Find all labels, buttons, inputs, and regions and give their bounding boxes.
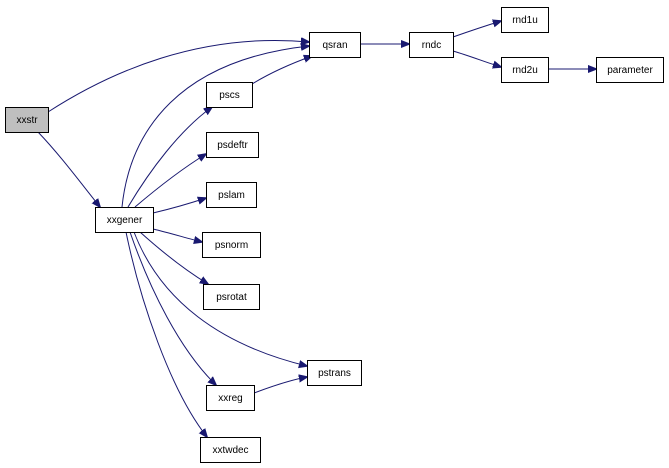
edge-xxgener-to-pslam bbox=[152, 198, 206, 214]
node-label-rnd1u: rnd1u bbox=[512, 15, 538, 26]
node-label-pstrans: pstrans bbox=[318, 368, 351, 379]
node-label-pslam: pslam bbox=[218, 190, 245, 201]
node-xxstr[interactable]: xxstr bbox=[5, 107, 49, 133]
edge-xxgener-to-pstrans bbox=[133, 231, 307, 366]
node-rndc[interactable]: rndc bbox=[409, 32, 454, 58]
node-box-qsran[interactable] bbox=[309, 32, 361, 58]
node-xxtwdec[interactable]: xxtwdec bbox=[200, 437, 261, 463]
node-box-rnd2u[interactable] bbox=[501, 57, 549, 83]
node-box-parameter[interactable] bbox=[596, 57, 664, 83]
node-label-rndc: rndc bbox=[422, 40, 441, 51]
edge-xxgener-to-psnorm bbox=[152, 228, 202, 242]
node-box-psrotat[interactable] bbox=[203, 284, 260, 310]
edges-layer bbox=[37, 21, 596, 437]
node-box-xxreg[interactable] bbox=[206, 385, 255, 411]
node-box-xxstr[interactable] bbox=[5, 107, 49, 133]
edge-rndc-to-rnd1u bbox=[452, 21, 501, 38]
node-box-rndc[interactable] bbox=[409, 32, 454, 58]
edge-xxgener-to-psdeftr bbox=[134, 154, 206, 208]
edge-xxreg-to-pstrans bbox=[253, 377, 307, 394]
node-parameter[interactable]: parameter bbox=[596, 57, 664, 83]
edge-xxgener-to-psrotat bbox=[139, 231, 208, 284]
node-label-parameter: parameter bbox=[607, 65, 653, 76]
edge-rndc-to-rnd2u bbox=[452, 50, 501, 67]
node-label-psdeftr: psdeftr bbox=[217, 140, 248, 151]
node-rnd2u[interactable]: rnd2u bbox=[501, 57, 549, 83]
node-label-xxgener: xxgener bbox=[107, 215, 143, 226]
nodes-layer: xxstr qsran xxgener rndc rnd1u rnd2u parameter… bbox=[5, 7, 664, 463]
node-pslam[interactable]: pslam bbox=[206, 182, 257, 208]
node-label-rnd2u: rnd2u bbox=[512, 65, 538, 76]
node-box-xxgener[interactable] bbox=[95, 207, 154, 233]
node-box-psdeftr[interactable] bbox=[206, 132, 259, 158]
edge-xxgener-to-qsran bbox=[121, 46, 309, 208]
node-box-pslam[interactable] bbox=[206, 182, 257, 208]
node-pstrans[interactable]: pstrans bbox=[307, 360, 362, 386]
node-label-psnorm: psnorm bbox=[215, 240, 248, 251]
edge-xxgener-to-xxtwdec bbox=[125, 231, 207, 437]
node-label-pscs: pscs bbox=[219, 90, 240, 101]
node-psrotat[interactable]: psrotat bbox=[203, 284, 260, 310]
node-xxreg[interactable]: xxreg bbox=[206, 385, 255, 411]
node-box-xxtwdec[interactable] bbox=[200, 437, 261, 463]
edge-pscs-to-qsran bbox=[251, 56, 312, 85]
edge-xxgener-to-xxreg bbox=[129, 231, 216, 385]
node-label-qsran: qsran bbox=[322, 40, 347, 51]
edge-xxstr-to-xxgener bbox=[37, 131, 100, 207]
node-label-psrotat: psrotat bbox=[216, 292, 247, 303]
node-box-pscs[interactable] bbox=[206, 82, 253, 108]
node-label-xxtwdec: xxtwdec bbox=[212, 445, 248, 456]
node-box-pstrans[interactable] bbox=[307, 360, 362, 386]
node-pscs[interactable]: pscs bbox=[206, 82, 253, 108]
node-psdeftr[interactable]: psdeftr bbox=[206, 132, 259, 158]
node-label-xxreg: xxreg bbox=[218, 393, 242, 404]
node-xxgener[interactable]: xxgener bbox=[95, 207, 154, 233]
node-qsran[interactable]: qsran bbox=[309, 32, 361, 58]
node-psnorm[interactable]: psnorm bbox=[202, 232, 261, 258]
edge-xxstr-to-qsran bbox=[47, 40, 309, 113]
node-box-rnd1u[interactable] bbox=[501, 7, 549, 33]
edge-xxgener-to-pscs bbox=[127, 107, 212, 208]
node-box-psnorm[interactable] bbox=[202, 232, 261, 258]
node-rnd1u[interactable]: rnd1u bbox=[501, 7, 549, 33]
node-label-xxstr: xxstr bbox=[16, 115, 38, 126]
